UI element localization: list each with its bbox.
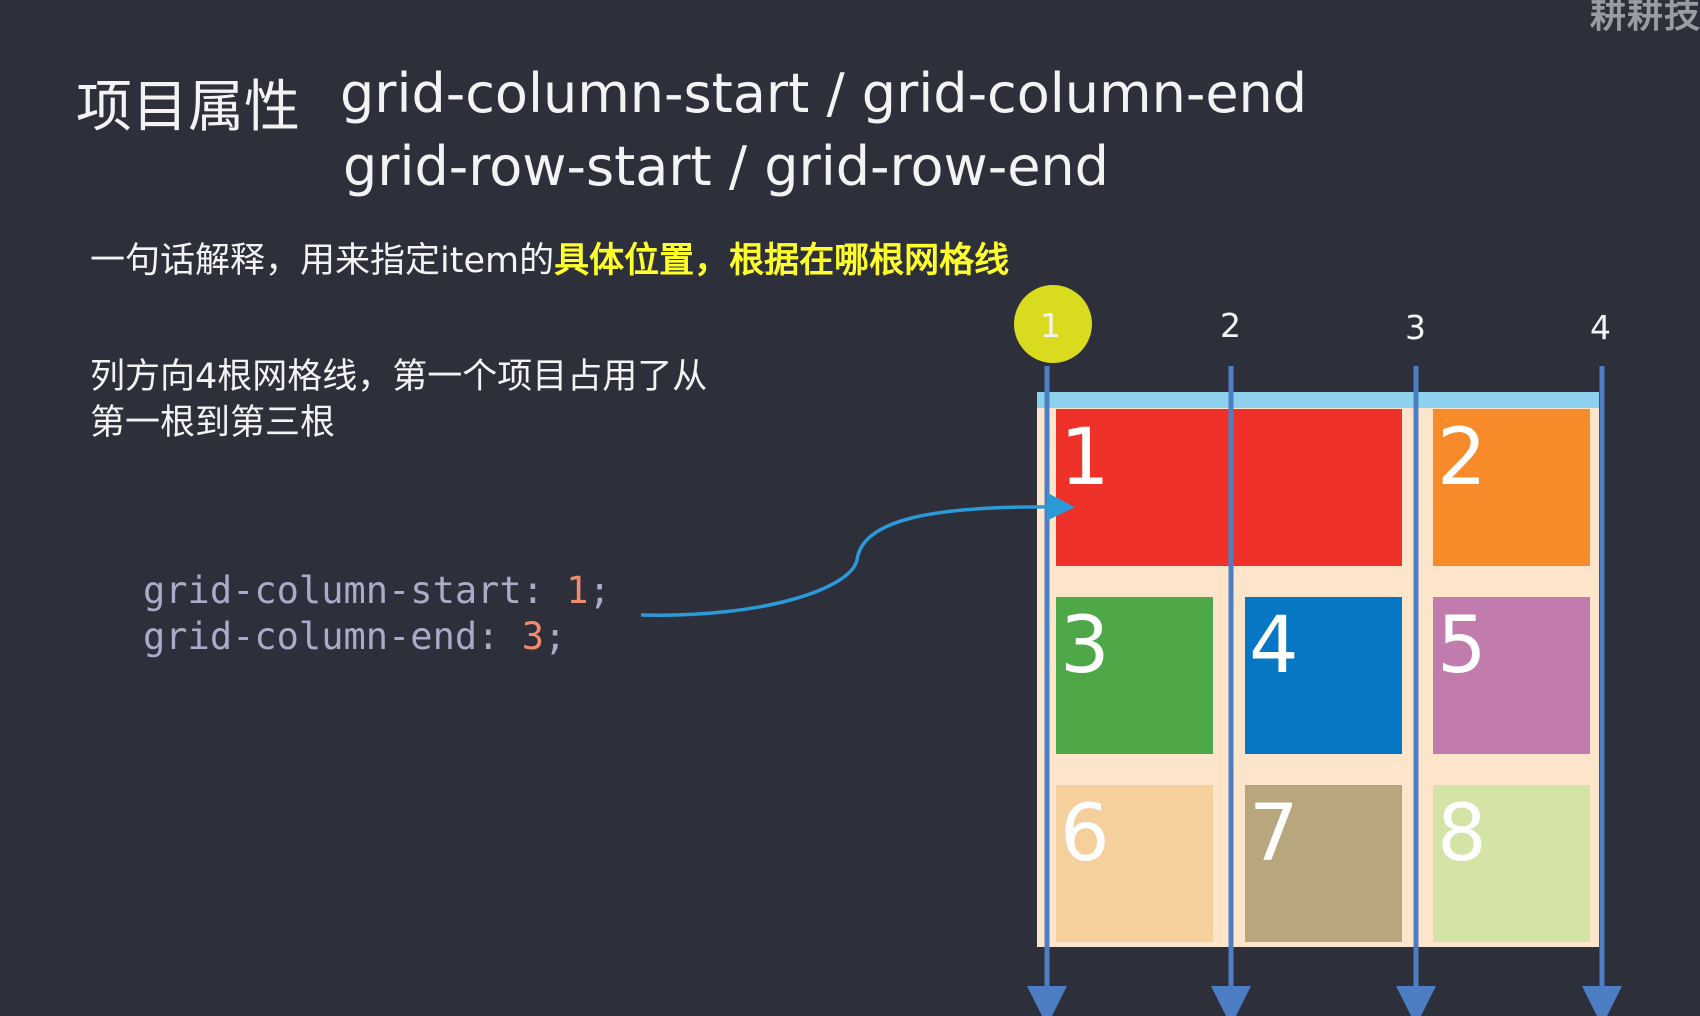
grid-item-6: 6 bbox=[1056, 785, 1213, 942]
code-line-2: grid-column-end: 3; bbox=[143, 614, 611, 660]
annotation-arrow bbox=[640, 492, 1075, 617]
grid-item-4: 4 bbox=[1245, 597, 1402, 754]
grid-line-label-4: 4 bbox=[1590, 308, 1611, 347]
code-end-1: ; bbox=[588, 569, 611, 612]
grid-item-4-label: 4 bbox=[1249, 601, 1299, 691]
watermark: 耕耕技 bbox=[1590, 0, 1700, 36]
grid-item-7: 7 bbox=[1245, 785, 1402, 942]
subtitle-plain: 一句话解释，用来指定item的 bbox=[90, 241, 555, 281]
grid-item-5-label: 5 bbox=[1437, 601, 1487, 691]
grid-line-label-2: 2 bbox=[1220, 306, 1241, 345]
description-line-1: 列方向4根网格线，第一个项目占用了从 bbox=[90, 357, 708, 397]
grid-item-8: 8 bbox=[1433, 785, 1590, 942]
grid-item-3: 3 bbox=[1056, 597, 1213, 754]
grid-item-6-label: 6 bbox=[1060, 789, 1110, 879]
title-line-1: grid-column-start / grid-column-end bbox=[340, 62, 1308, 125]
cursor-highlight bbox=[1014, 285, 1092, 363]
grid-line-label-3: 3 bbox=[1405, 308, 1426, 347]
description-line-2: 第一根到第三根 bbox=[90, 403, 336, 443]
grid-item-2-label: 2 bbox=[1437, 413, 1487, 503]
subtitle-highlight: 具体位置，根据在哪根网格线 bbox=[554, 241, 1010, 281]
grid-item-3-label: 3 bbox=[1060, 601, 1110, 691]
title-line-2: grid-row-start / grid-row-end bbox=[343, 135, 1109, 198]
code-line-1: grid-column-start: 1; bbox=[143, 568, 611, 614]
code-end-2: ; bbox=[543, 615, 567, 658]
code-prop-2: grid-column-end: bbox=[143, 615, 522, 658]
code-value-1: 1 bbox=[566, 569, 589, 612]
title-prefix: 项目属性 bbox=[76, 75, 300, 140]
subtitle: 一句话解释，用来指定item的具体位置，根据在哪根网格线 bbox=[90, 232, 1009, 283]
grid-item-2: 2 bbox=[1433, 409, 1590, 566]
grid-item-1-label: 1 bbox=[1060, 413, 1110, 503]
grid-item-5: 5 bbox=[1433, 597, 1590, 754]
description: 列方向4根网格线，第一个项目占用了从 第一根到第三根 bbox=[90, 354, 707, 446]
code-value-2: 3 bbox=[521, 615, 544, 658]
grid-item-7-label: 7 bbox=[1249, 789, 1299, 879]
code-block: grid-column-start: 1; grid-column-end: 3… bbox=[143, 568, 611, 660]
code-prop-1: grid-column-start: bbox=[143, 569, 567, 612]
grid-top-border bbox=[1037, 392, 1599, 408]
grid-item-8-label: 8 bbox=[1437, 789, 1487, 879]
grid-line-label-1: 1 bbox=[1040, 306, 1061, 345]
